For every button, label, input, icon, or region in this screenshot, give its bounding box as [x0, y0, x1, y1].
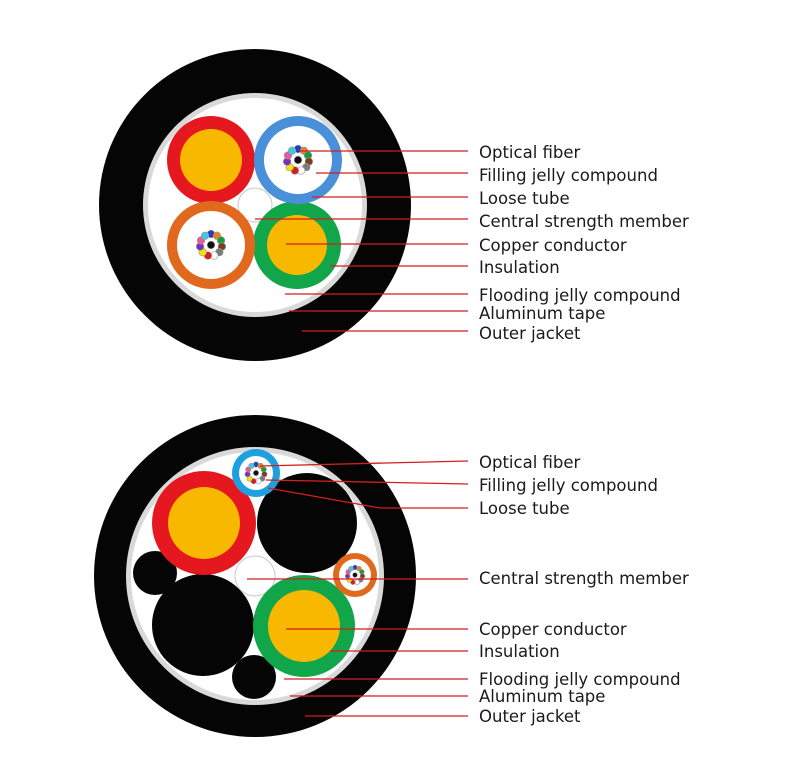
cable-1-central-strength-member	[237, 187, 273, 223]
label-flooding-jelly-compound: Flooding jelly compound	[479, 286, 681, 305]
cable-2-red-copper	[168, 487, 240, 559]
cable-2-green-copper	[268, 590, 340, 662]
cable-1-loose-tube-blue	[254, 116, 342, 204]
label-loose-tube: Loose tube	[479, 499, 570, 518]
cable-2-copper-conductor-green	[253, 575, 355, 677]
cable-1-green-copper	[267, 215, 327, 275]
label-insulation: Insulation	[479, 642, 560, 661]
optical-fiber	[352, 572, 358, 578]
optical-fiber	[293, 155, 303, 165]
label-copper-conductor: Copper conductor	[479, 236, 627, 255]
label-central-strength-member: Central strength member	[479, 212, 689, 231]
leader-line	[267, 487, 381, 509]
cable-1-fiber-bundle-b	[196, 229, 226, 260]
cable-1-labels: Optical fiber Filling jelly compound Loo…	[479, 143, 689, 343]
cable-2-copper-conductor-red	[152, 471, 256, 575]
label-loose-tube: Loose tube	[479, 189, 570, 208]
cable-2-central-strength-member	[234, 555, 276, 597]
optical-fiber	[253, 469, 260, 476]
label-insulation: Insulation	[479, 258, 560, 277]
cable-1-copper-conductor-green	[253, 201, 341, 289]
cable-2-filler-rod	[257, 473, 357, 573]
cable-1-copper-conductor-red	[167, 116, 255, 204]
cable-1-cross-section: Optical fiber Filling jelly compound Loo…	[99, 49, 689, 361]
cable-2-filler-rod	[232, 655, 276, 699]
optical-fiber	[206, 240, 216, 250]
cable-1-leader-lines	[255, 150, 468, 332]
optical-fiber	[248, 462, 255, 469]
cable-2-filler-rod	[133, 551, 177, 595]
cable-2-cross-section: Optical fiber Filling jelly compound Loo…	[94, 415, 689, 737]
label-outer-jacket: Outer jacket	[479, 707, 581, 726]
cable-1-red-copper	[180, 129, 242, 191]
cable-2-filler-rod	[152, 574, 254, 676]
cable-2-fiber-bundle-a	[244, 461, 268, 485]
optical-fiber	[348, 565, 354, 572]
label-aluminum-tape: Aluminum tape	[479, 687, 605, 706]
cable-2-loose-tube-blue	[232, 449, 280, 497]
optical-fiber	[200, 231, 210, 240]
label-aluminum-tape: Aluminum tape	[479, 304, 605, 323]
cable-2-leader-lines	[247, 460, 469, 717]
label-flooding-jelly-compound: Flooding jelly compound	[479, 670, 681, 689]
optical-fiber	[287, 146, 297, 155]
label-outer-jacket: Outer jacket	[479, 324, 581, 343]
label-central-strength-member: Central strength member	[479, 569, 689, 588]
label-copper-conductor: Copper conductor	[479, 620, 627, 639]
label-optical-fiber: Optical fiber	[479, 453, 581, 472]
cable-2-labels: Optical fiber Filling jelly compound Loo…	[479, 453, 689, 726]
label-filling-jelly-compound: Filling jelly compound	[479, 476, 658, 495]
leader-line	[265, 479, 469, 485]
label-filling-jelly-compound: Filling jelly compound	[479, 166, 658, 185]
cable-1-loose-tube-orange	[167, 201, 255, 289]
leader-line	[259, 460, 469, 467]
cable-2-loose-tube-orange	[333, 553, 377, 597]
label-optical-fiber: Optical fiber	[479, 143, 581, 162]
